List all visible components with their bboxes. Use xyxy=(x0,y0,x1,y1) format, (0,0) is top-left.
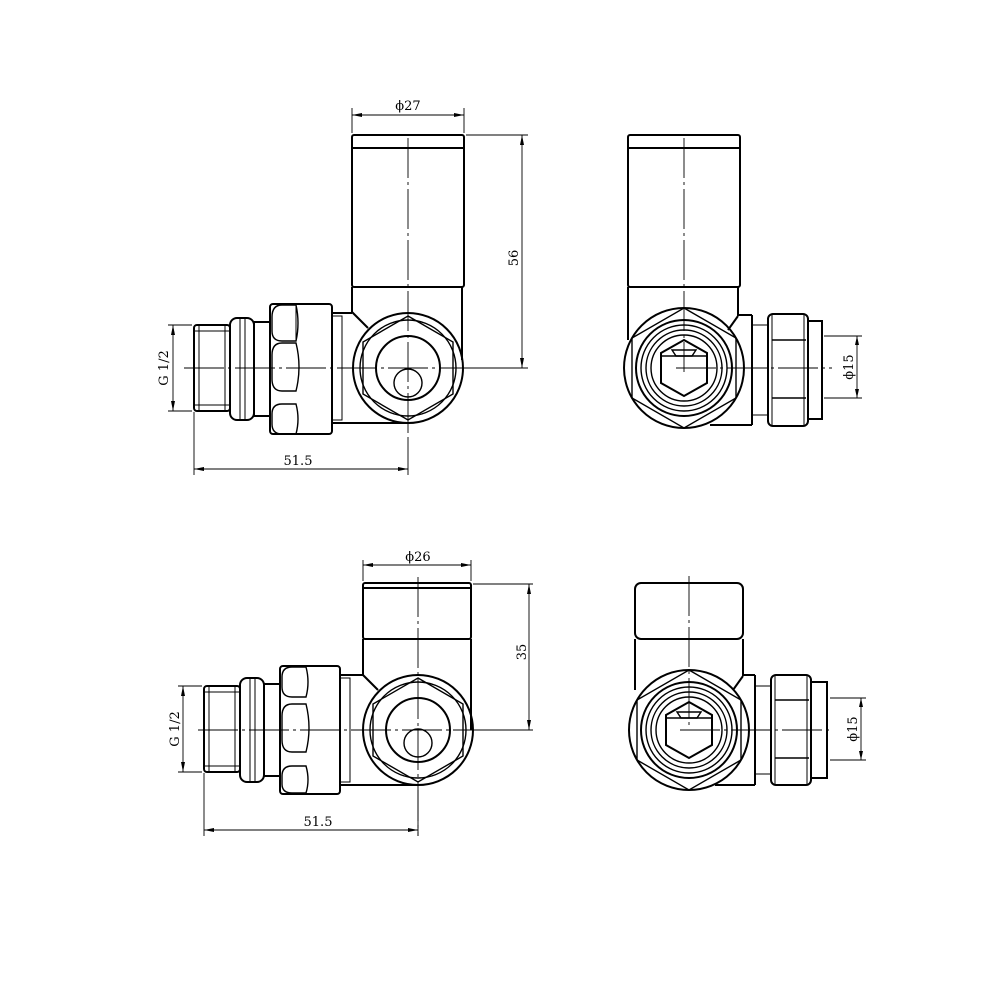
side-housing xyxy=(710,314,769,426)
svg-text:ϕ15: ϕ15 xyxy=(842,354,857,379)
valve-a-side-view: ϕ27 56 G 1/2 51.5 xyxy=(157,99,528,475)
dimension-height: 35 xyxy=(473,583,533,731)
svg-text:G 1/2: G 1/2 xyxy=(168,711,183,746)
dimension-length: 51.5 xyxy=(193,412,409,475)
hex-socket-icon xyxy=(665,700,713,760)
dimension-cap-diameter: ϕ27 xyxy=(351,99,465,133)
cap-body xyxy=(362,582,472,730)
dimension-cap-diameter: ϕ26 xyxy=(362,550,472,581)
svg-text:ϕ26: ϕ26 xyxy=(405,550,430,565)
svg-text:ϕ15: ϕ15 xyxy=(846,716,861,741)
dimension-thread: G 1/2 xyxy=(168,685,202,773)
svg-text:51.5: 51.5 xyxy=(304,815,333,830)
svg-text:35: 35 xyxy=(515,644,530,661)
svg-text:56: 56 xyxy=(507,250,522,267)
svg-text:51.5: 51.5 xyxy=(284,454,313,469)
dimension-pipe-diameter: ϕ15 xyxy=(830,697,866,761)
dimension-thread: G 1/2 xyxy=(157,324,192,412)
union-nut xyxy=(269,303,333,435)
valve-a-front-view: ϕ15 xyxy=(623,134,862,429)
dimension-length: 51.5 xyxy=(203,773,419,836)
dimension-height: 56 xyxy=(466,134,528,369)
collar xyxy=(229,317,271,421)
hex-socket-icon xyxy=(660,338,708,398)
valve-b-front-view: ϕ15 xyxy=(628,576,866,791)
svg-text:G 1/2: G 1/2 xyxy=(157,350,172,385)
dimension-pipe-diameter: ϕ15 xyxy=(824,335,862,399)
compression-nut xyxy=(767,313,823,427)
threaded-tail xyxy=(203,685,241,773)
svg-text:ϕ27: ϕ27 xyxy=(395,99,420,114)
valve-b-side-view: ϕ26 35 G 1/2 51.5 xyxy=(168,550,533,836)
